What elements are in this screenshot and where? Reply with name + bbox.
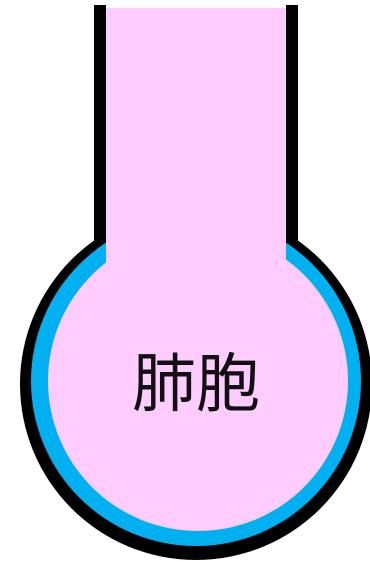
right-duct-wall (286, 5, 298, 255)
sac-interior (48, 231, 348, 531)
alveolar-interior (48, 8, 348, 531)
alveolus-label: 肺胞 (132, 348, 260, 422)
duct-interior (106, 8, 286, 270)
left-duct-wall (94, 5, 106, 255)
